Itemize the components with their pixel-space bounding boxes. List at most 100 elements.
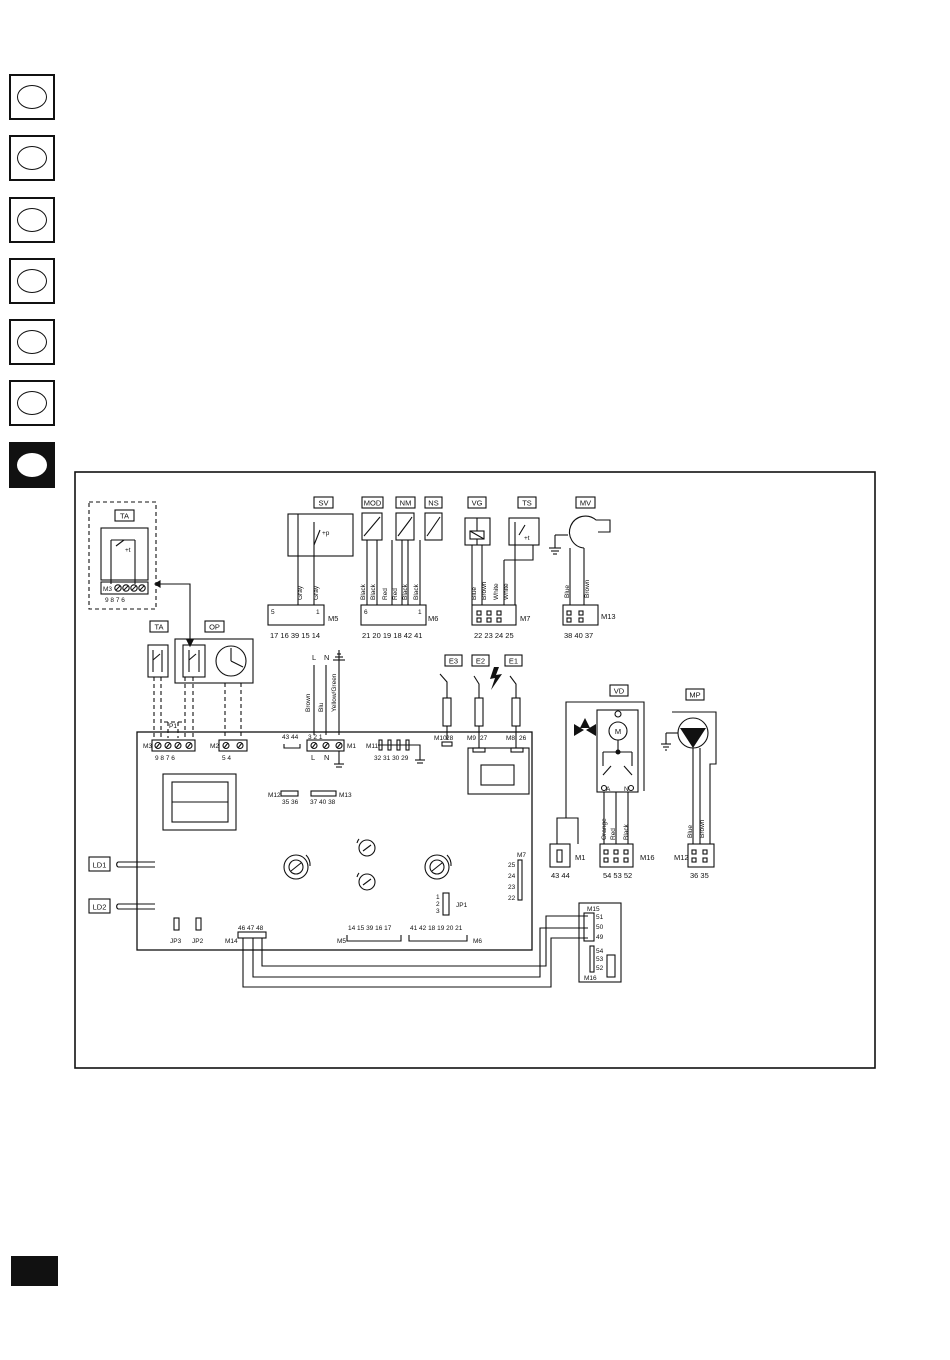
svg-text:N: N: [624, 786, 629, 793]
language-tab-2[interactable]: [9, 135, 55, 181]
ta2-label: TA: [154, 623, 163, 632]
svg-text:M: M: [615, 727, 621, 736]
svg-text:Blu: Blu: [318, 702, 325, 712]
svg-text:Brown: Brown: [481, 581, 488, 600]
m7-board-label: M7: [517, 852, 526, 859]
mp-pump: MP Blue Brown M12 36 35: [661, 688, 717, 880]
mains-supply: L N Brown Blu Yellow/Green: [305, 650, 345, 735]
diagram-frame: [74, 471, 876, 1069]
vg-ts-components: VG TS +t Blue Brown White White M7 22 23…: [464, 496, 540, 640]
language-tab-7[interactable]: [9, 442, 55, 488]
ld1-label: LD1: [93, 861, 107, 870]
m2-label: M2: [210, 743, 219, 750]
m13-label: M13: [601, 612, 616, 621]
m11-label: M11: [366, 743, 379, 750]
led-indicators: LD1 LD2: [88, 856, 155, 914]
control-board: M3 9 8 7 6 M2 5 4 43 44 3 2 1 M1 L N M11: [136, 731, 533, 951]
m7-label: M7: [520, 614, 530, 623]
language-flag-icon: [17, 269, 47, 293]
svg-text:27: 27: [480, 735, 488, 742]
vg-label: VG: [472, 499, 483, 508]
language-flag-icon: [17, 453, 47, 477]
language-tab-3[interactable]: [9, 197, 55, 243]
svg-text:3: 3: [436, 908, 440, 915]
ta-terminal-numbers: 9 8 7 6: [105, 597, 125, 604]
page-number-tab: [11, 1256, 58, 1286]
m16-label: M16: [640, 853, 655, 862]
ns-label: NS: [428, 499, 438, 508]
m1-plug-label: M1: [575, 853, 585, 862]
m5-label: M5: [328, 614, 338, 623]
op-label: OP: [209, 623, 220, 632]
svg-text:46 47 48: 46 47 48: [238, 925, 264, 932]
spark-icon: [490, 667, 502, 690]
vd-label: VD: [614, 687, 625, 696]
svg-text:Blue: Blue: [471, 587, 478, 600]
svg-text:White: White: [503, 583, 510, 600]
language-flag-icon: [17, 208, 47, 232]
m6-board-label: M6: [473, 938, 482, 945]
svg-text:24: 24: [508, 873, 516, 880]
m12-label: M12: [674, 853, 689, 862]
svg-text:6: 6: [364, 609, 368, 616]
m11-terminals: 32 31 30 29: [374, 755, 409, 762]
svg-text:23: 23: [508, 884, 516, 891]
m3-board-label: M3: [143, 743, 152, 750]
language-flag-icon: [17, 85, 47, 109]
svg-text:+t: +t: [524, 535, 530, 542]
m14-m15-cables: [242, 915, 588, 988]
language-tab-1[interactable]: [9, 74, 55, 120]
language-tab-6[interactable]: [9, 380, 55, 426]
svg-text:5: 5: [271, 609, 275, 616]
m3-board-terminals: 9 8 7 6: [155, 755, 175, 762]
language-flag-icon: [17, 391, 47, 415]
sv-label: SV: [318, 499, 328, 508]
svg-text:Gray: Gray: [313, 585, 320, 600]
svg-text:50: 50: [596, 924, 604, 931]
ta-m3-label: M3: [103, 586, 112, 593]
p1-label: P1: [169, 723, 177, 730]
language-tab-5[interactable]: [9, 319, 55, 365]
svg-text:Brown: Brown: [584, 579, 591, 598]
jp3-label: JP3: [170, 938, 182, 945]
mp-label: MP: [689, 691, 700, 700]
thermostat-dashed-wires: [153, 677, 242, 738]
svg-text:43 44: 43 44: [282, 734, 299, 741]
svg-text:Black: Black: [623, 823, 630, 840]
svg-text:Brown: Brown: [305, 693, 312, 712]
svg-text:37 40 38: 37 40 38: [310, 799, 336, 806]
m8-label: M8: [506, 735, 515, 742]
svg-text:35 36: 35 36: [282, 799, 299, 806]
svg-text:54: 54: [596, 948, 604, 955]
svg-text:1: 1: [418, 609, 422, 616]
mv-fan: MV Blue Brown M13 38 40 37: [549, 496, 616, 640]
m14-board-label: M14: [225, 938, 238, 945]
svg-text:53: 53: [596, 956, 604, 963]
m15-m16-board: M15 51 50 49 54 53 52 M16: [578, 902, 622, 983]
svg-text:+p: +p: [322, 530, 330, 537]
svg-text:L: L: [311, 753, 315, 762]
ts-label: TS: [522, 499, 532, 508]
m5-terminals: 17 16 39 15 14: [270, 631, 320, 640]
jp2-label: JP2: [192, 938, 204, 945]
language-tab-4[interactable]: [9, 258, 55, 304]
mv-label: MV: [580, 499, 591, 508]
svg-text:Red: Red: [382, 588, 389, 600]
m15-label: M15: [587, 906, 600, 913]
svg-text:Black: Black: [402, 583, 409, 600]
m6-label: M6: [428, 614, 438, 623]
svg-text:51: 51: [596, 914, 604, 921]
e3-label: E3: [449, 657, 458, 666]
svg-text:1: 1: [436, 894, 440, 901]
svg-text:41 42 18 19 20 21: 41 42 18 19 20 21: [410, 925, 463, 932]
svg-text:A: A: [606, 786, 611, 793]
svg-text:Orange: Orange: [601, 818, 608, 840]
svg-text:26: 26: [519, 735, 527, 742]
svg-text:28: 28: [446, 735, 454, 742]
svg-text:+t: +t: [125, 547, 131, 554]
ta-thermostat: TA: [147, 620, 169, 678]
svg-text:Brown: Brown: [699, 819, 706, 838]
nm-label: NM: [400, 499, 412, 508]
e2-label: E2: [476, 657, 485, 666]
